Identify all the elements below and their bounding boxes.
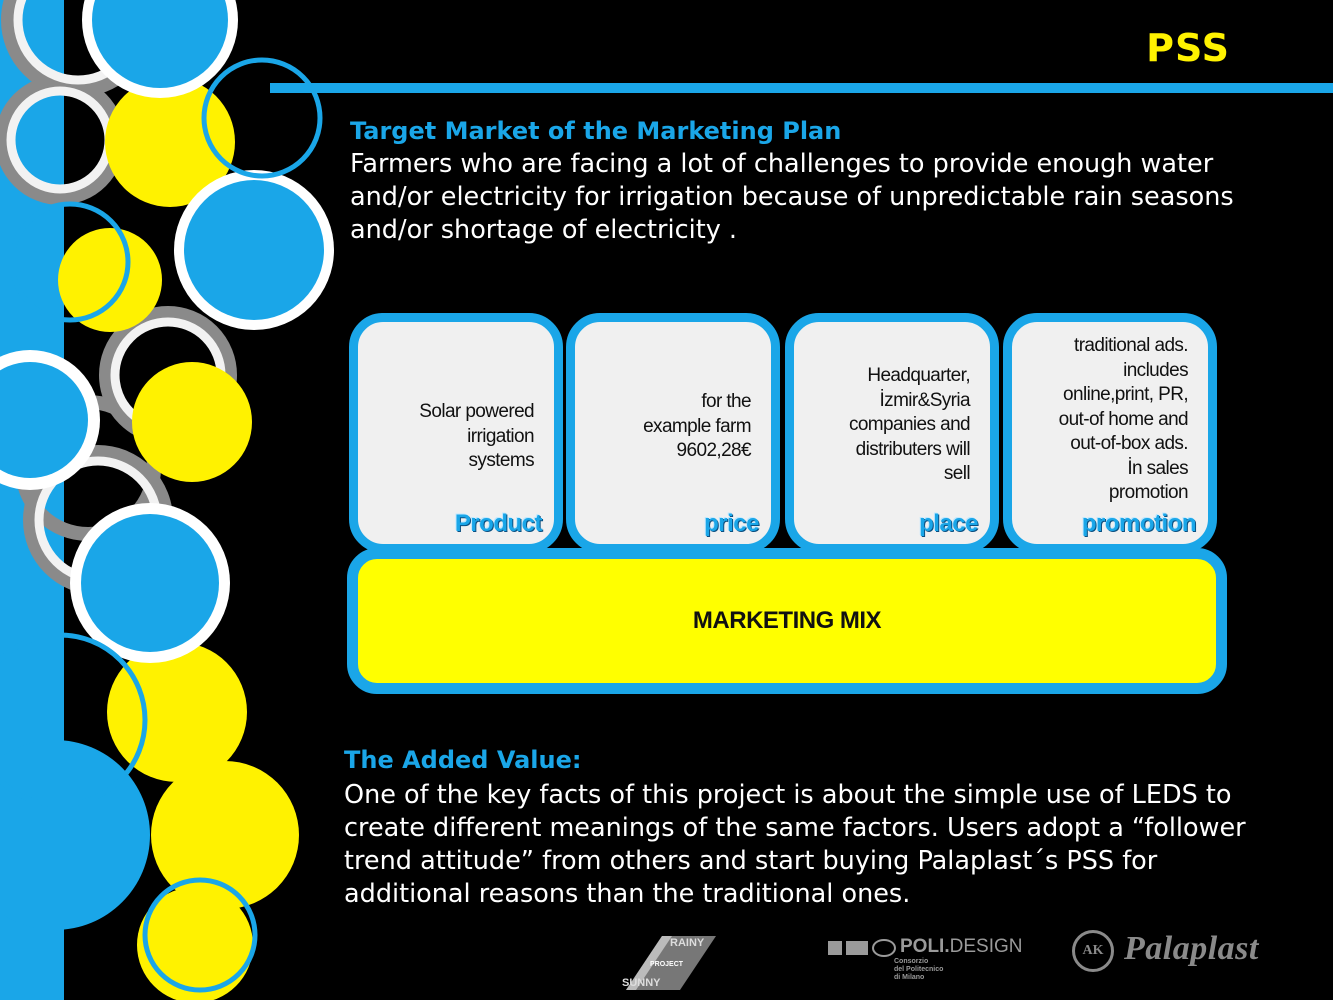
blue-ring — [9, 201, 131, 323]
blue-circle — [0, 362, 88, 478]
slide-title: PSS — [1146, 26, 1230, 70]
decorative-circles — [0, 0, 334, 1000]
blue-ring — [201, 57, 323, 179]
yellow-circle — [107, 642, 247, 782]
ak-mark-icon: AK — [1072, 930, 1114, 972]
marketing-mix-label: MARKETING MIX — [692, 607, 882, 634]
card-text: traditional ads. includes online,print, … — [1058, 334, 1189, 506]
header-divider — [270, 83, 1333, 93]
rainy-sunny-logo: RAINY PROJECT SUNNY — [622, 936, 716, 990]
gray-ring — [0, 75, 125, 205]
added-value-text: One of the key facts of this project is … — [344, 779, 1324, 911]
card-label-promotion: promotion — [1081, 510, 1197, 537]
text-line: and/or electricity for irrigation becaus… — [350, 182, 1234, 212]
text-line: additional reasons than the traditional … — [344, 879, 911, 909]
card-text: Solar powered irrigation systems — [419, 400, 534, 474]
text-line: 9602,28€ — [676, 440, 752, 461]
politecnico-seal-icon — [872, 939, 896, 957]
logo-square — [828, 941, 842, 955]
yellow-circle — [58, 228, 162, 332]
text-line: Solar powered — [419, 401, 534, 422]
text-line: example farm — [643, 415, 752, 437]
palaplast-name: Palaplast — [1124, 930, 1259, 967]
text-line: companies and — [848, 414, 971, 435]
text-line: Headquarter, — [867, 365, 970, 386]
target-market-text: Farmers who are facing a lot of challeng… — [350, 148, 1310, 247]
blue-ring — [142, 877, 258, 993]
card-product: Solar powered irrigation systems Product — [349, 313, 563, 553]
yellow-circle — [151, 761, 299, 909]
polidesign-subtitle: Consorzio del Politecnico di Milano — [894, 958, 944, 981]
text-line: out-of-box ads. — [1070, 433, 1188, 454]
logo-text-middle: PROJECT — [650, 961, 684, 968]
text-line: trend attitude” from others and start bu… — [344, 846, 1158, 876]
yellow-circle — [137, 887, 253, 1000]
text-line: and/or shortage of electricity . — [350, 215, 738, 245]
blue-circle — [184, 180, 324, 320]
text-line: for the — [701, 391, 751, 412]
card-text: Headquarter, İzmir&Syria companies and d… — [848, 364, 971, 487]
text-line: systems — [468, 450, 535, 471]
marketing-mix-box: MARKETING MIX — [347, 548, 1227, 694]
card-place: Headquarter, İzmir&Syria companies and d… — [785, 313, 999, 553]
text-line: distributers will — [855, 438, 971, 460]
logo-text-bottom: SUNNY — [622, 977, 661, 989]
text-line: online,print, PR, — [1063, 384, 1189, 405]
yellow-circle — [132, 362, 252, 482]
logo-text-top: RAINY — [670, 937, 705, 949]
card-text: for the example farm 9602,28€ — [643, 390, 752, 464]
polidesign-logo: POLI.DESIGN Consorzio del Politecnico di… — [828, 936, 1028, 988]
text-line: irrigation — [467, 425, 534, 447]
text-line: sell — [943, 463, 971, 484]
polidesign-name: POLI.DESIGN — [900, 936, 1023, 957]
text-line: out-of home and — [1058, 408, 1189, 430]
blue-circle — [92, 0, 228, 88]
text-line: Farmers who are facing a lot of challeng… — [350, 149, 1214, 179]
text-line: One of the key facts of this project is … — [344, 780, 1232, 810]
text-line: traditional ads. — [1074, 335, 1189, 356]
palaplast-logo: AK Palaplast — [1072, 928, 1312, 976]
card-price: for the example farm 9602,28€ price — [566, 313, 780, 553]
text-line: create different meanings of the same fa… — [344, 813, 1246, 843]
blue-circle — [81, 514, 219, 652]
card-label-place: place — [919, 510, 978, 537]
text-line: includes — [1123, 359, 1189, 381]
text-line: İzmir&Syria — [879, 389, 970, 411]
logo-square — [846, 941, 868, 955]
text-line: İn sales — [1127, 457, 1188, 479]
target-market-heading: Target Market of the Marketing Plan — [350, 117, 842, 145]
card-label-price: price — [704, 510, 759, 537]
blue-ring — [0, 632, 148, 808]
text-line: promotion — [1108, 482, 1189, 503]
card-label-product: Product — [454, 510, 543, 537]
card-promotion: traditional ads. includes online,print, … — [1003, 313, 1217, 553]
added-value-heading: The Added Value: — [344, 746, 582, 774]
